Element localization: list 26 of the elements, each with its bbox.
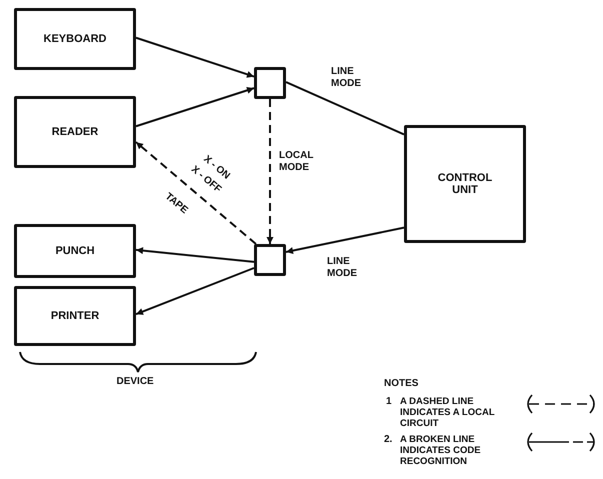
note-text: A DASHED LINE INDICATES A LOCAL CIRCUIT [400, 396, 496, 429]
node-label: PRINTER [50, 310, 100, 322]
node-label: READER [52, 126, 98, 138]
junction-box [254, 244, 286, 276]
device-box [404, 125, 526, 243]
dashed-arrow [266, 99, 274, 244]
note-number: 1 [386, 396, 392, 408]
arrow [136, 86, 254, 128]
node-label: CONTROL UNIT [436, 172, 494, 196]
arrow [286, 226, 404, 254]
device-box [14, 96, 136, 168]
junction-box [254, 67, 286, 99]
notes-heading: NOTES [384, 378, 418, 390]
arrow [136, 247, 254, 263]
connector-line [286, 81, 404, 136]
dashed-arrow [135, 141, 257, 245]
arrow [136, 36, 254, 78]
device-box [14, 286, 136, 346]
node-label: KEYBOARD [44, 33, 106, 45]
device-box [14, 8, 136, 70]
device-box [14, 224, 136, 278]
note-number: 2. [384, 434, 392, 446]
arrow [136, 267, 254, 316]
note-text: A BROKEN LINE INDICATES CODE RECOGNITION [400, 434, 482, 467]
group-label: DEVICE [116, 376, 154, 388]
node-label: PUNCH [55, 245, 95, 257]
